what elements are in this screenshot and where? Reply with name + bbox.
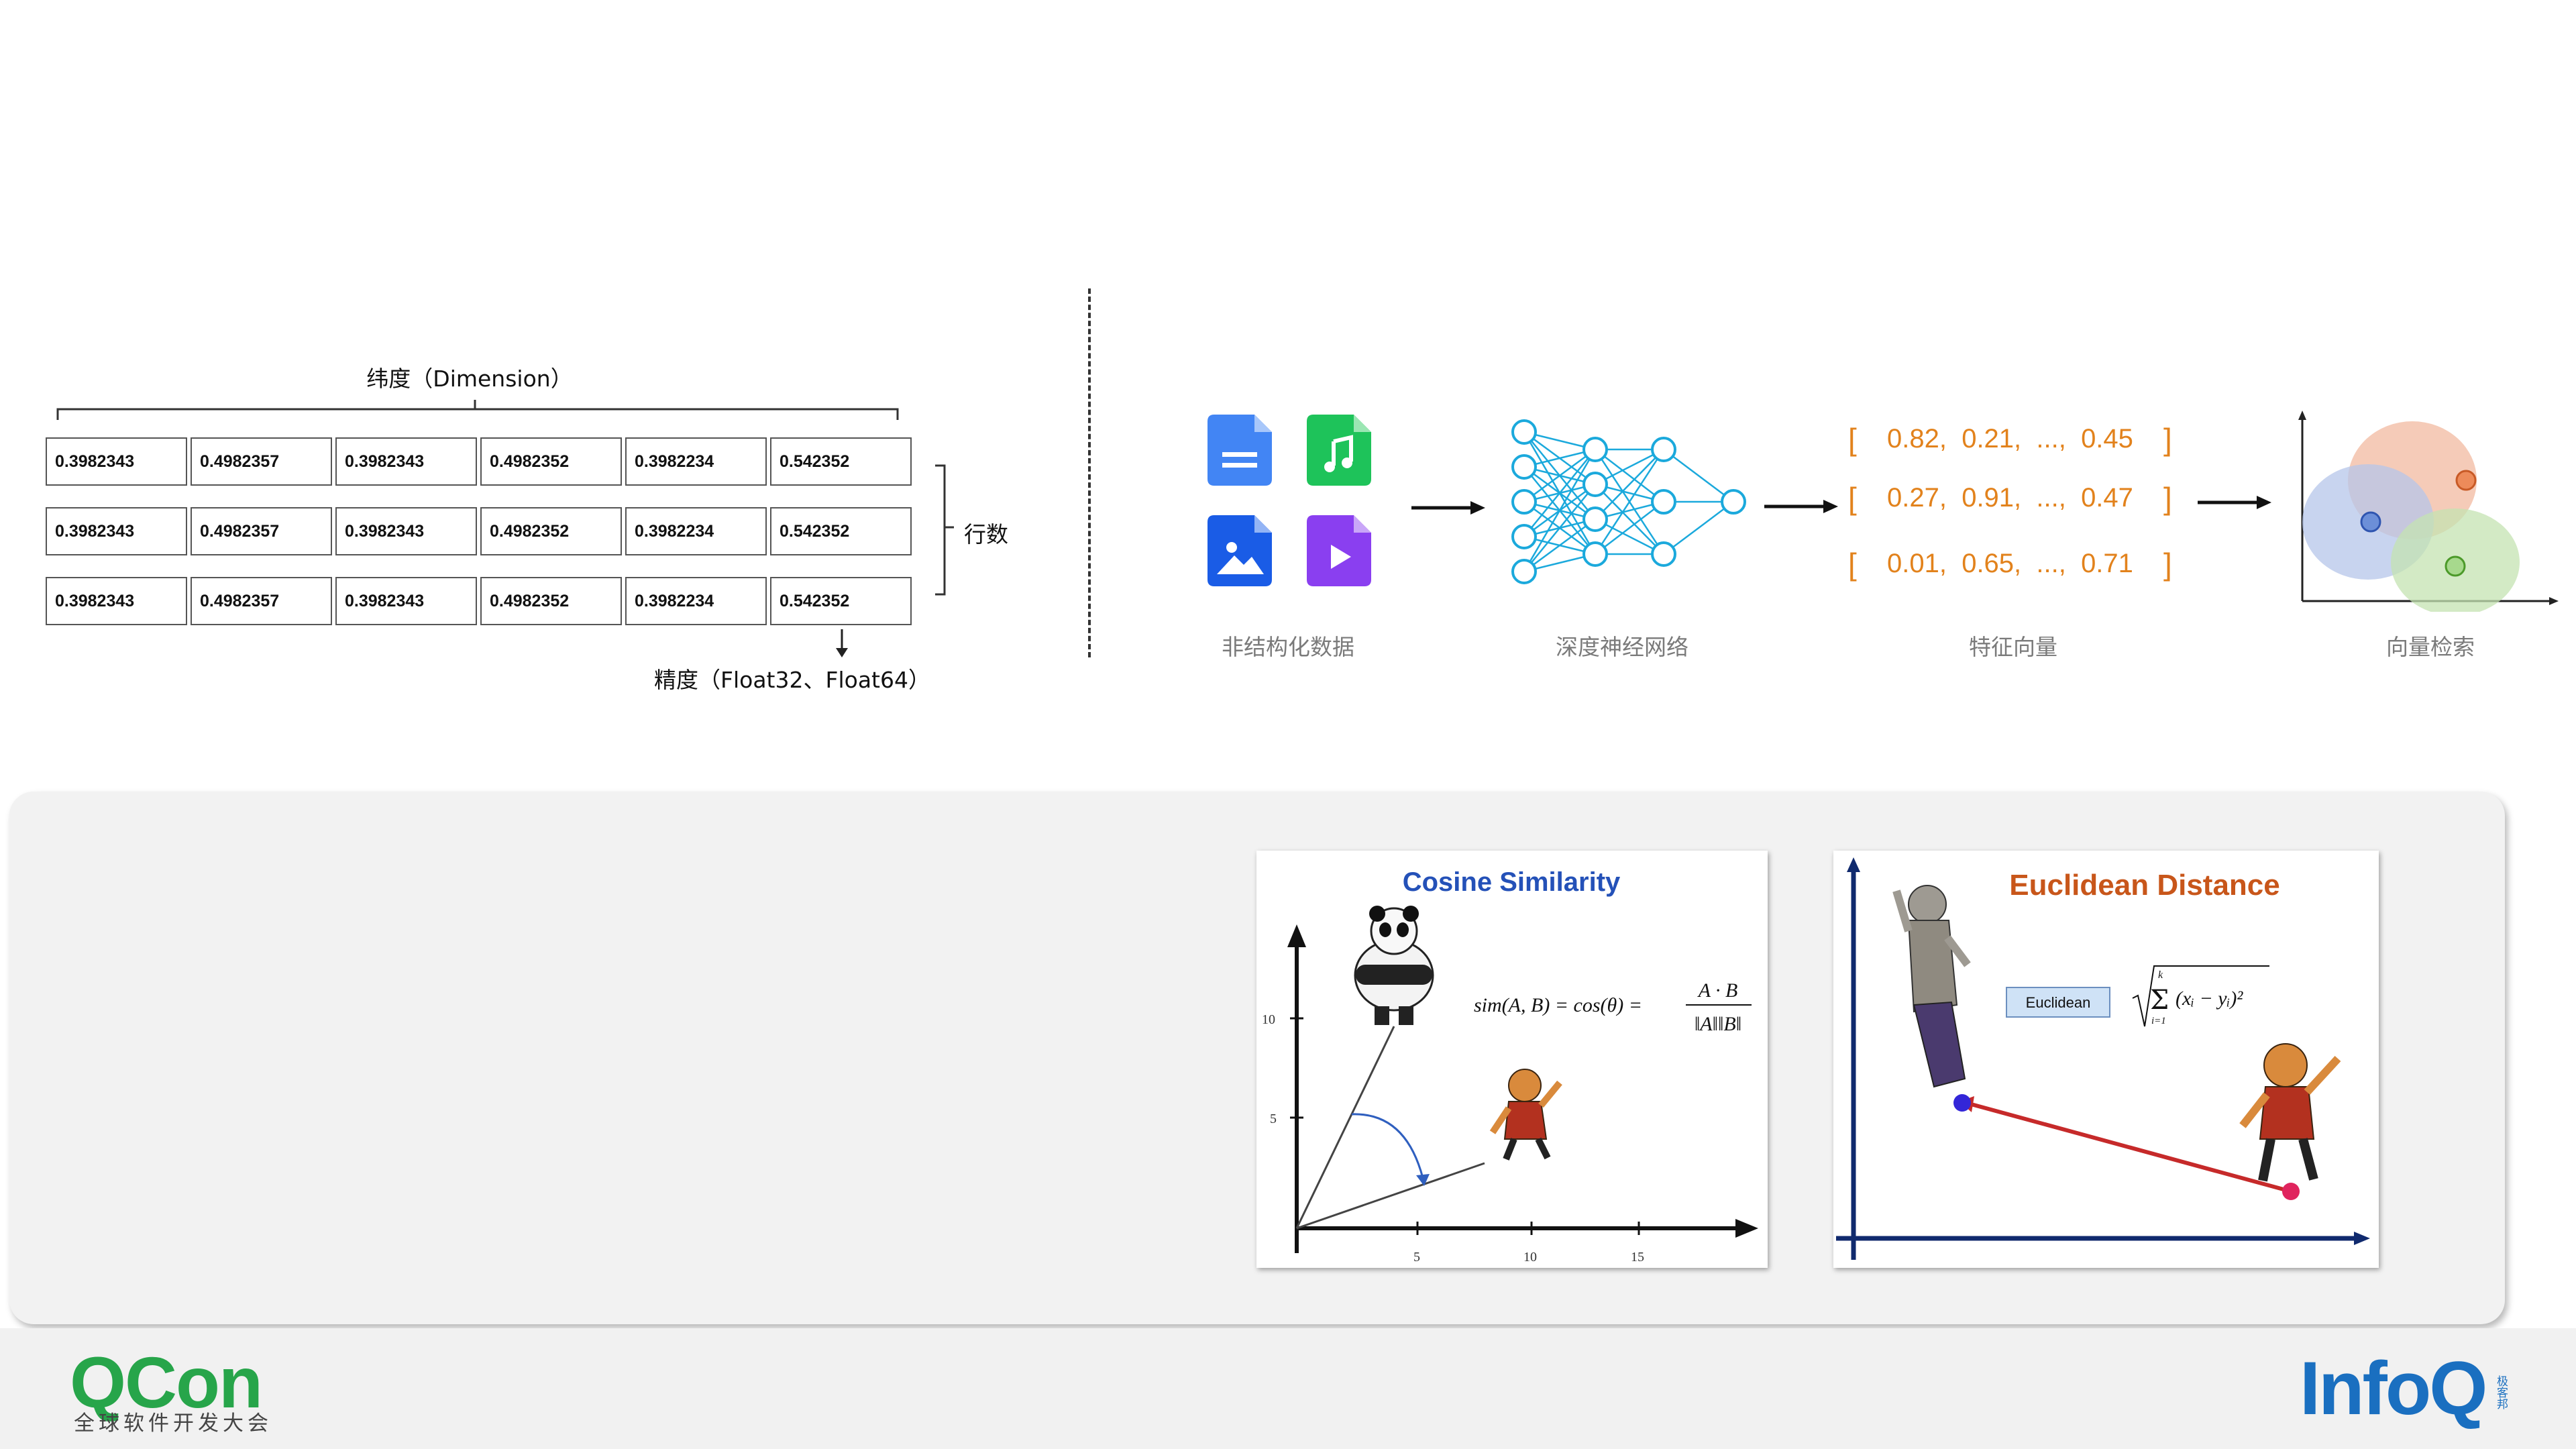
stage-label-dnn: 深度神经网络 [1556,634,1688,660]
footer-bar [0,1328,2576,1449]
cosine-title: Cosine Similarity [1403,867,1621,897]
network-node [1651,541,1676,567]
table-row: 0.3982343 0.4982357 0.3982343 0.4982352 … [46,437,915,486]
sum-symbol-icon: Σ [2150,985,2169,1016]
dimension-brace [56,400,899,420]
table-cell: 0.4982352 [480,577,622,625]
euclidean-distance-card: Euclidean Distance Euclidean Σ k i=1 (xᵢ… [1833,851,2379,1268]
table-cell: 0.3982234 [625,577,767,625]
vector-values: 0.82, 0.21, ..., 0.45 [1887,424,2133,453]
precision-label: 精度（Float32、Float64） [654,667,930,693]
cosine-diagram: Cosine Similarity 10 5 5 10 15 [1262,867,1758,1265]
y-tick-label: 5 [1270,1112,1277,1126]
infoq-subtitle: 极客邦 [2494,1375,2508,1409]
image-icon [1208,515,1272,586]
network-node [1582,472,1608,497]
network-node [1721,489,1746,515]
table-cell: 0.4982357 [191,437,332,486]
network-node [1511,454,1537,480]
euclidean-title: Euclidean Distance [2009,869,2279,902]
network-node [1582,437,1608,462]
network-node [1511,524,1537,549]
euclidean-button-label: Euclidean [2026,994,2091,1011]
qcon-subtitle: 全球软件开发大会 [74,1411,272,1436]
bracket-left-icon: [ [1848,481,1857,516]
bracket-right-icon: ] [2163,422,2172,457]
cosine-formula-numerator: A · B [1697,979,1738,1002]
table-cell: 0.3982343 [46,437,187,486]
rows-label: 行数 [964,521,1008,547]
tigress-figure-icon [2239,1043,2341,1182]
tigress-figure-icon [1489,1069,1562,1161]
network-node [1511,419,1537,445]
table-cell: 0.3982234 [625,437,767,486]
table-cell: 0.4982357 [191,577,332,625]
point-a-icon [1953,1094,1971,1112]
table-cell: 0.3982343 [335,577,477,625]
table-cell: 0.4982352 [480,437,622,486]
table-cell: 0.4982357 [191,507,332,555]
network-node [1511,489,1537,515]
network-node [1582,506,1608,532]
precision-arrow [836,629,848,657]
table-row: 0.3982343 0.4982357 0.3982343 0.4982352 … [46,577,915,625]
point-b-icon [2282,1183,2300,1200]
cosine-formula-lhs: sim(A, B) = cos(θ) = [1474,994,1642,1016]
table-cell: 0.3982343 [335,437,477,486]
sum-upper-limit: k [2158,969,2163,981]
panda-figure-icon [1354,906,1434,1025]
table-cell: 0.542352 [770,437,912,486]
table-cell: 0.3982234 [625,507,767,555]
network-node [1651,437,1676,462]
x-tick-label: 5 [1413,1250,1420,1265]
arrow-right-icon [2198,496,2271,509]
tiger-figure-icon [1892,885,1971,1088]
document-icon [1208,415,1272,486]
vector-search-clusters-icon [2298,411,2559,612]
euclidean-formula-body: (xᵢ − yᵢ)² [2176,987,2243,1010]
qcon-logo: QCon [70,1342,263,1423]
network-node [1582,541,1608,567]
cosine-formula-denominator: ‖A‖‖B‖ [1695,1013,1741,1035]
rows-brace [935,464,954,596]
table-cell: 0.3982343 [335,507,477,555]
feature-vector: [ 0.01, 0.65, ..., 0.71 ] [1848,547,2184,700]
cosine-similarity-card: Cosine Similarity 10 5 5 10 15 [1256,851,1768,1268]
euclidean-button[interactable] [2006,987,2110,1018]
stage-label-vector-search: 向量检索 [2386,634,2475,660]
table-cell: 0.542352 [770,507,912,555]
table-cell: 0.3982343 [46,507,187,555]
x-tick-label: 10 [1523,1250,1537,1265]
infoq-logo: InfoQ [2300,1346,2487,1430]
bracket-left-icon: [ [1848,547,1857,582]
arrow-right-icon [1764,500,1838,513]
arrow-right-icon [1411,501,1485,515]
table-row: 0.3982343 0.4982357 0.3982343 0.4982352 … [46,507,915,555]
stage-label-unstructured: 非结构化数据 [1222,634,1354,660]
bracket-right-icon: ] [2163,481,2172,516]
bracket-right-icon: ] [2163,547,2172,582]
x-tick-label: 15 [1631,1250,1644,1265]
video-icon [1307,515,1371,586]
table-cell: 0.4982352 [480,507,622,555]
neural-network-icon [1511,419,1746,584]
sum-lower-limit: i=1 [2151,1016,2166,1026]
music-icon [1307,415,1371,486]
bracket-left-icon: [ [1848,422,1857,457]
dimension-label: 纬度（Dimension） [366,366,573,392]
feature-vector: [ 0.27, 0.91, ..., 0.47 ] [1848,481,2184,634]
table-cell: 0.542352 [770,577,912,625]
network-node [1651,489,1676,515]
dashed-divider [1088,288,1091,657]
table-cell: 0.3982343 [46,577,187,625]
feature-vector: [ 0.82, 0.21, ..., 0.45 ] [1848,422,2184,575]
y-tick-label: 10 [1262,1012,1275,1027]
euclidean-diagram: Euclidean Distance Euclidean Σ k i=1 (xᵢ… [1836,857,2370,1260]
network-node [1511,559,1537,584]
vector-values: 0.01, 0.65, ..., 0.71 [1887,549,2133,578]
stage-label-feature-vector: 特征向量 [1969,634,2057,660]
vector-values: 0.27, 0.91, ..., 0.47 [1887,483,2133,513]
